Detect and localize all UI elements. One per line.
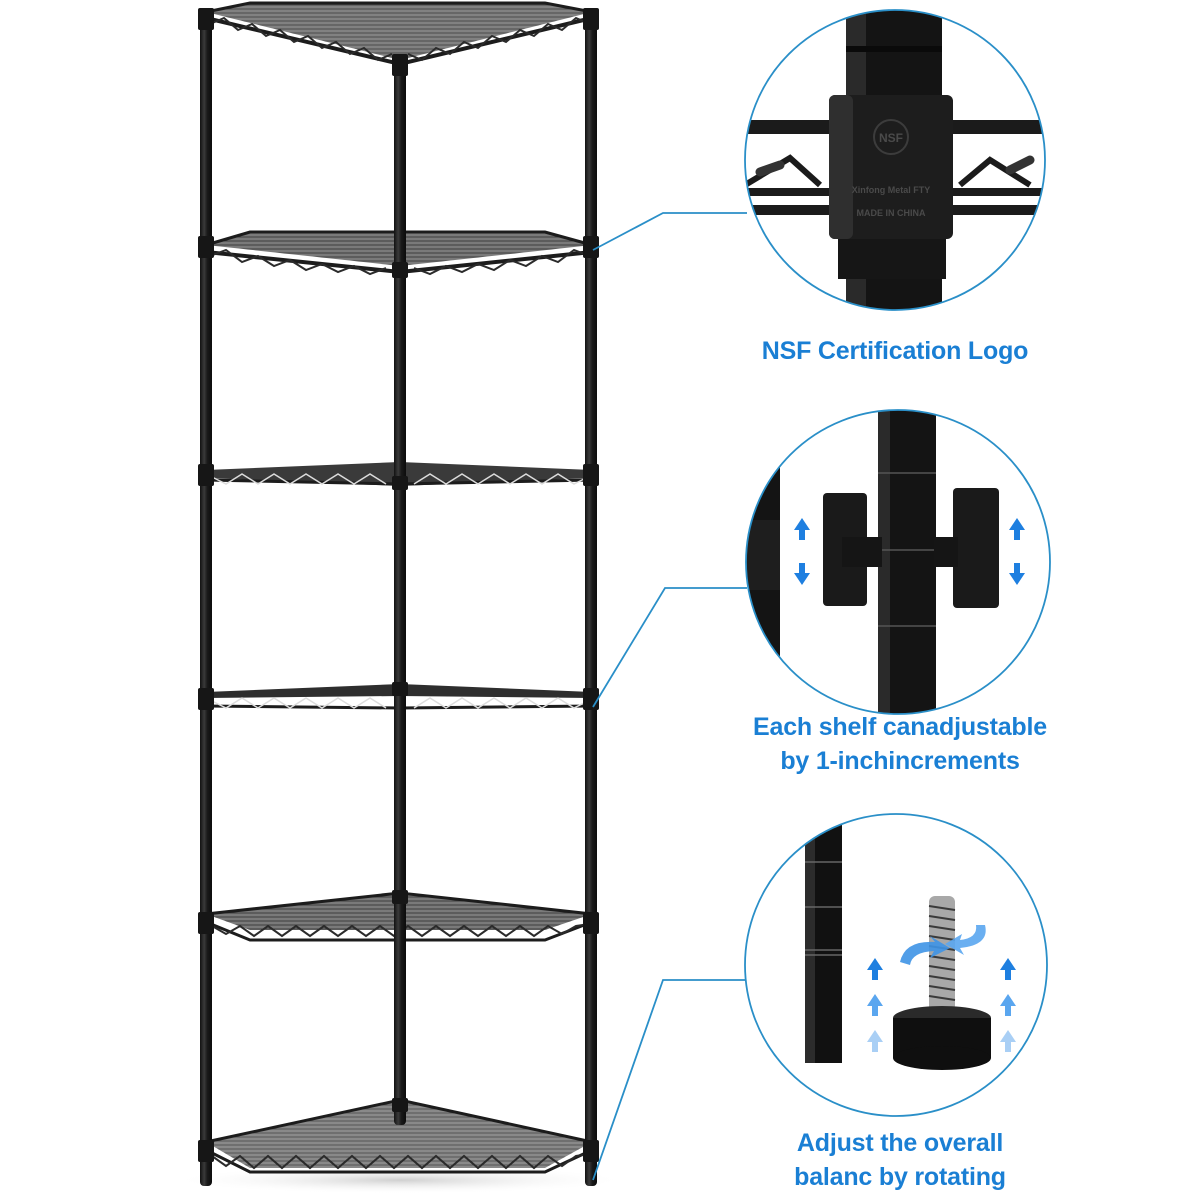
svg-text:NSF: NSF — [879, 131, 903, 145]
caption-line: by 1-inchincrements — [780, 747, 1020, 775]
upward-arrows-icon — [867, 958, 1016, 1052]
callout-lines — [592, 212, 747, 1181]
leveling-detail-circle — [744, 813, 1048, 1117]
svg-text:MADE IN CHINA: MADE IN CHINA — [857, 208, 926, 218]
caption-line: Adjust the overall — [796, 1129, 1004, 1157]
caption-leveling-foot: Adjust the overall balanc by rotating — [720, 1126, 1080, 1194]
shelf-poles — [198, 8, 599, 1186]
svg-text:Xinfong Metal FTY: Xinfong Metal FTY — [852, 185, 931, 195]
caption-line: balanc by rotating — [794, 1163, 1006, 1191]
caption-nsf-certification: NSF Certification Logo — [720, 334, 1070, 368]
up-down-arrows-icon — [794, 518, 1025, 585]
adjustable-detail-circle — [745, 409, 1051, 715]
nsf-detail-circle: NSF Xinfong Metal FTY MADE IN CHINA — [744, 9, 1046, 311]
caption-adjustable-shelf: Each shelf canadjustable by 1-inchincrem… — [720, 710, 1080, 778]
caption-line: Each shelf canadjustable — [753, 713, 1047, 741]
shelf-tier-1 — [205, 1, 593, 67]
caption-line: NSF Certification Logo — [761, 337, 1029, 365]
